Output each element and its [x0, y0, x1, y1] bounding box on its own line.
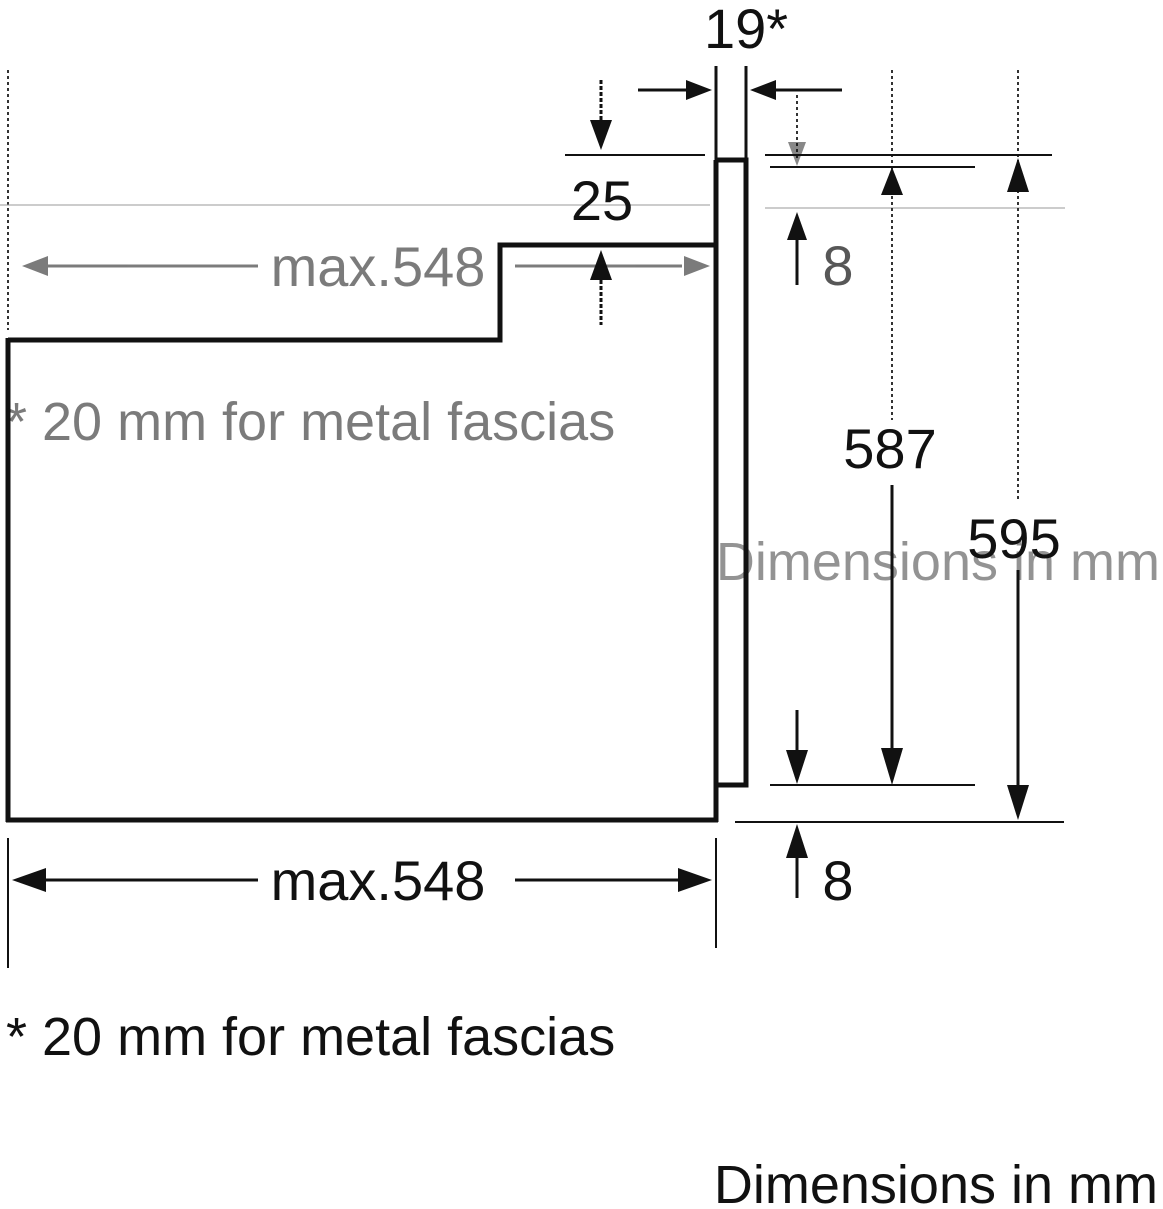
dim-width-lower: max.548: [12, 849, 712, 912]
dim-587-down-head: [881, 748, 903, 785]
dim-gap-19: 19*: [638, 0, 842, 100]
dim-587-label: 587: [843, 417, 936, 480]
gap-arrow-right-head: [750, 80, 776, 100]
metal-fascia-note-ghost: * 20 mm for metal fascias: [6, 392, 615, 452]
reference-lines: [7, 154, 1064, 968]
dim-25-down-head: [590, 120, 612, 150]
appliance-body: [5, 66, 749, 823]
metal-fascia-note: * 20 mm for metal fascias: [6, 1007, 615, 1067]
ledge-top-up-head: [787, 212, 807, 240]
gap-19-label: 19*: [704, 0, 788, 60]
dim-595-down-head: [1007, 785, 1029, 820]
ledge-top-label: 8: [822, 234, 853, 297]
dim-25-label: 25: [571, 169, 633, 232]
upper-width-right-head: [684, 256, 710, 276]
lower-width-label: max.548: [271, 849, 486, 912]
ledge-top-down-head: [788, 142, 806, 166]
upper-width-label: max.548: [271, 235, 486, 298]
lower-width-right-head: [678, 868, 712, 892]
dim-height-587: 587: [843, 167, 937, 785]
dim-ledge-top-8: 8: [787, 142, 854, 297]
ledge-bottom-up-head: [786, 824, 808, 858]
ledge-bottom-down-head: [786, 750, 808, 784]
lower-width-left-head: [12, 868, 46, 892]
dim-595-up-head: [1007, 158, 1029, 192]
gap-arrow-left-head: [686, 80, 712, 100]
fascia-panel: [716, 157, 749, 788]
upper-width-left-head: [22, 256, 48, 276]
appliance-top-step: [8, 242, 715, 343]
ghost-guides: [0, 70, 1065, 500]
dim-587-up-head: [881, 167, 903, 195]
units-note-ghost: Dimensions in mm: [716, 532, 1160, 592]
dim-top-25: 25: [571, 80, 633, 325]
dim-width-upper: max.548: [22, 235, 710, 298]
dim-height-595: 595: [967, 158, 1061, 820]
ledge-bottom-label: 8: [822, 849, 853, 912]
dim-ledge-bottom-8: 8: [786, 710, 854, 912]
units-note: Dimensions in mm: [714, 1155, 1158, 1209]
dim-595-label: 595: [967, 507, 1060, 570]
